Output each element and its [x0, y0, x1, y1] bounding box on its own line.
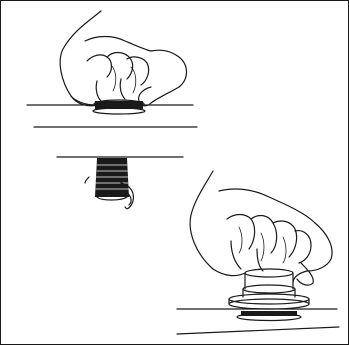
lower-bottom-surface-line: [177, 327, 339, 334]
threaded-stem-icon: [85, 158, 133, 209]
panel-bottom-hand-tightening: [177, 171, 339, 334]
hand-icon: [190, 171, 332, 285]
panel-top-hand-tightening: [27, 11, 197, 127]
hand-icon: [60, 11, 186, 106]
panel-middle-threaded-stem: [57, 157, 183, 209]
lock-nut-fitting: [229, 269, 309, 321]
fitting-top-view: [93, 100, 145, 114]
